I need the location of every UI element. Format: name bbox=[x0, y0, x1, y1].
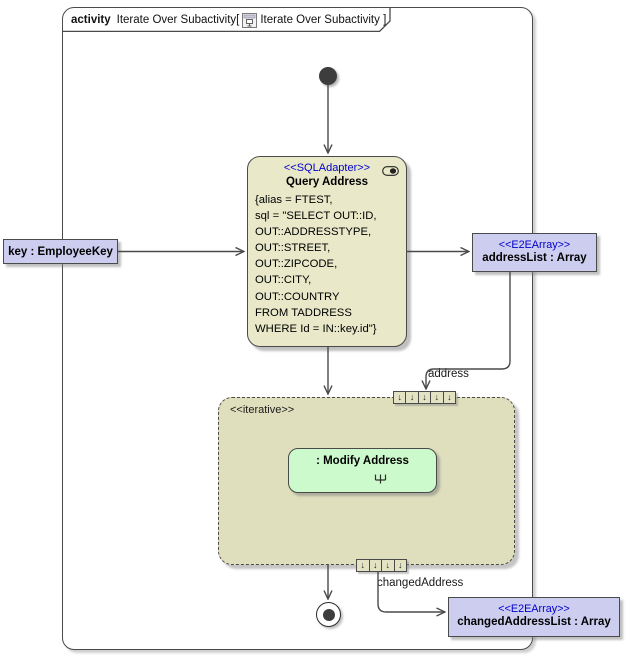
activity-final-node[interactable] bbox=[316, 602, 341, 627]
down-arrow-icon: ↓ bbox=[398, 560, 403, 570]
sql-line: OUT::ZIPCODE, bbox=[255, 258, 338, 271]
frame-title-left: Iterate Over Subactivity[ bbox=[116, 14, 240, 26]
down-arrow-icon: ↓ bbox=[409, 392, 415, 402]
down-arrow-icon: ↓ bbox=[434, 392, 440, 402]
sql-line: WHERE Id = IN::key.id"} bbox=[255, 322, 377, 335]
expansion-node-changed-address[interactable]: ↓ ↓ ↓ ↓ bbox=[356, 559, 407, 572]
sql-line: {alias = FTEST, bbox=[255, 194, 333, 206]
sql-line: FROM TADDRESS bbox=[255, 306, 352, 319]
sql-line: OUT::STREET, bbox=[255, 242, 331, 255]
expansion-cell: ↓ bbox=[394, 392, 407, 403]
changed-addresslist-stereotype: <<E2EArray>> bbox=[498, 603, 570, 615]
addresslist-label: addressList : Array bbox=[482, 252, 587, 264]
modify-address-action[interactable]: : Modify Address bbox=[288, 448, 437, 493]
sql-line: sql = "SELECT OUT::ID, bbox=[255, 210, 377, 223]
activity-diagram-icon bbox=[242, 12, 258, 28]
down-arrow-icon: ↓ bbox=[447, 392, 452, 402]
down-arrow-icon: ↓ bbox=[422, 392, 427, 402]
iterative-stereotype: <<iterative>> bbox=[230, 404, 295, 416]
adapter-indicator-icon bbox=[382, 166, 399, 176]
final-node-dot bbox=[322, 608, 335, 621]
down-arrow-icon: ↓ bbox=[397, 392, 402, 402]
expansion-cell: ↓ bbox=[419, 392, 432, 403]
down-arrow-icon: ↓ bbox=[385, 560, 391, 570]
expansion-cell: ↓ bbox=[444, 392, 455, 403]
addresslist-parameter-node[interactable]: <<E2EArray>> addressList : Array bbox=[472, 233, 597, 272]
frame-title[interactable]: activity Iterate Over Subactivity[ Itera… bbox=[71, 11, 386, 29]
expansion-node-address[interactable]: ↓ ↓ ↓ ↓ ↓ bbox=[393, 391, 456, 404]
expansion-cell: ↓ bbox=[357, 560, 370, 571]
expansion-cell: ↓ bbox=[370, 560, 382, 571]
sql-line: OUT::ADDRESSTYPE, bbox=[255, 226, 372, 239]
edge-label-address[interactable]: address bbox=[428, 368, 469, 380]
modify-action-name: : Modify Address bbox=[316, 455, 409, 467]
key-parameter-label: key : EmployeeKey bbox=[8, 245, 113, 258]
changed-addresslist-label: changedAddressList : Array bbox=[457, 616, 611, 628]
frame-title-right: Iterate Over Subactivity ] bbox=[260, 14, 387, 26]
query-address-action[interactable]: <<SQLAdapter>> Query Address {alias = FT… bbox=[247, 156, 407, 347]
sql-line: OUT::COUNTRY bbox=[255, 290, 340, 303]
query-sql-body: {alias = FTEST, sql = "SELECT OUT::ID, O… bbox=[248, 191, 406, 337]
expansion-cell: ↓ bbox=[431, 392, 444, 403]
down-arrow-icon: ↓ bbox=[373, 560, 378, 570]
query-action-name: Query Address bbox=[285, 176, 369, 188]
frame-keyword: activity bbox=[71, 14, 111, 26]
rake-icon bbox=[375, 474, 387, 484]
expansion-cell: ↓ bbox=[406, 392, 419, 403]
edge-label-changed-address[interactable]: changedAddress bbox=[377, 577, 464, 589]
expansion-cell: ↓ bbox=[395, 560, 407, 571]
expansion-cell: ↓ bbox=[382, 560, 395, 571]
initial-node[interactable] bbox=[319, 67, 337, 85]
query-stereotype: <<SQLAdapter>> bbox=[283, 162, 371, 174]
sql-line: OUT::CITY, bbox=[255, 274, 312, 287]
addresslist-stereotype: <<E2EArray>> bbox=[498, 239, 571, 251]
changed-addresslist-parameter-node[interactable]: <<E2EArray>> changedAddressList : Array bbox=[448, 597, 620, 637]
down-arrow-icon: ↓ bbox=[360, 560, 366, 570]
key-parameter-node[interactable]: key : EmployeeKey bbox=[3, 239, 118, 264]
